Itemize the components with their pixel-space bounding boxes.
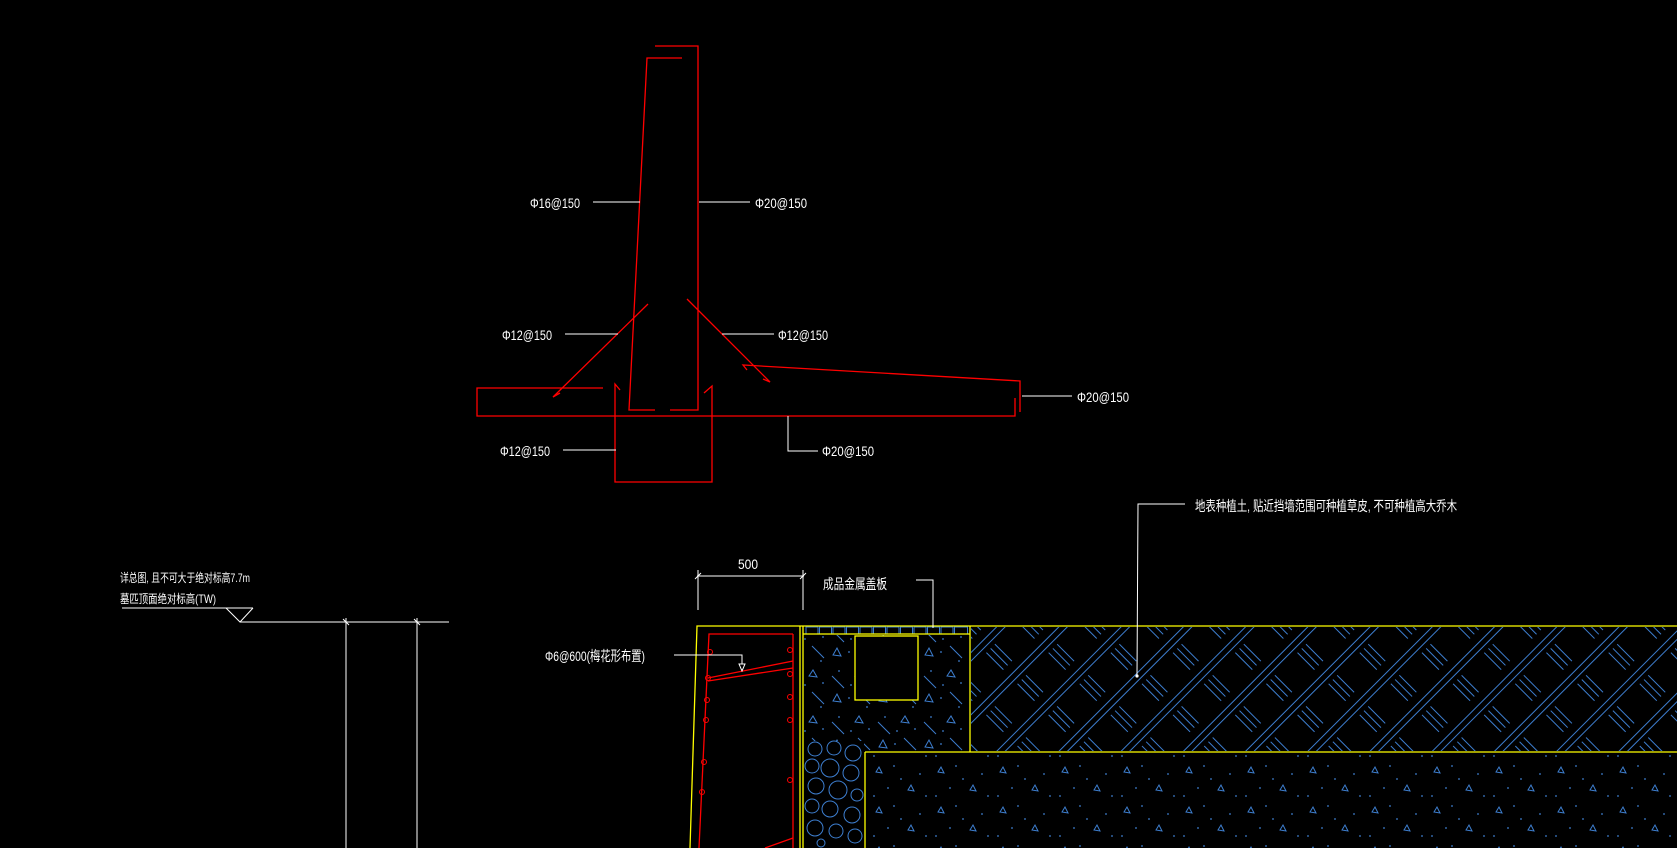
wall-front-bar: [698, 633, 793, 848]
toe-diagonal-bar: [552, 303, 649, 398]
base-bottom-bar: [476, 387, 1016, 417]
rebar-leader-lines: [563, 201, 1072, 452]
dimension-value: 500: [738, 556, 758, 572]
detail-annotations: 500 成品金属盖板 地表种植土, 贴近挡墙范围可种植草皮, 不可种植高大乔木 …: [545, 498, 1457, 678]
concrete-outlines: [689, 625, 1677, 848]
base-bottom-bar-label: Φ20@150: [822, 443, 874, 459]
gravel-stone: [807, 741, 823, 757]
ground-hatch: [866, 753, 1677, 848]
gravel-stone: [842, 764, 860, 782]
planting-soil-hatch: [971, 627, 1677, 751]
elevation-marker: 详总图, 且不可大于绝对标高7.7m 墓匹顶面绝对标高(TW): [120, 570, 449, 848]
heel-top-bar-label: Φ20@150: [1077, 389, 1129, 405]
tie-bar: [707, 660, 794, 679]
concrete-cap-hatch: [804, 635, 969, 751]
gravel-stone: [850, 788, 864, 802]
dimension-tick-right: [799, 572, 807, 580]
gravel-backfill-area: [804, 741, 864, 848]
toe-diagonal-bar-label: Φ12@150: [502, 327, 552, 343]
distribution-bar: [787, 777, 793, 783]
distribution-bar: [699, 789, 705, 795]
planting-soil-leader-dot: [1135, 674, 1139, 678]
gravel-stone: [828, 823, 844, 839]
distribution-bar: [703, 717, 709, 723]
level-tick: [413, 618, 421, 626]
distribution-bar: [787, 717, 793, 723]
distribution-bar: [701, 759, 707, 765]
gravel-stone: [826, 740, 842, 756]
gravel-stone: [820, 758, 840, 778]
shear-key-bar: [614, 382, 713, 483]
heel-diagonal-bar: [686, 298, 771, 383]
wall-and-grade-outline: [689, 625, 1677, 848]
stem-inner-bar: [628, 57, 682, 411]
gravel-stone: [821, 800, 839, 818]
cover-plate-leader: [916, 579, 934, 628]
stem-outer-bar-label: Φ20@150: [755, 195, 807, 211]
gravel-stone: [816, 838, 826, 848]
heel-diagonal-bar-label: Φ12@150: [778, 327, 828, 343]
distribution-bar: [704, 697, 710, 703]
stem-outer-bar: [655, 45, 699, 411]
stem-inner-bar-label: Φ16@150: [530, 195, 580, 211]
gravel-stone: [804, 798, 820, 814]
gravel-stone: [844, 744, 862, 762]
cover-plate-label: 成品金属盖板: [823, 576, 887, 592]
tie-bar: [707, 667, 794, 682]
planting-soil-leader: [1136, 503, 1185, 677]
tie-bar: [764, 837, 794, 848]
gravel-drain: [804, 740, 864, 848]
tie-bar-leader-arrow: [738, 663, 746, 673]
tie-bar-note: Φ6@600(梅花形布置): [545, 648, 645, 664]
dimension-tick-left: [694, 572, 702, 580]
elevation-note-line1: 详总图, 且不可大于绝对标高7.7m: [120, 570, 250, 585]
gravel-stone: [804, 758, 820, 774]
gravel-stone: [843, 806, 861, 824]
distribution-bar: [787, 647, 793, 653]
level-tick: [342, 618, 350, 626]
hatched-regions: [804, 627, 1677, 848]
key-bar-label: Φ12@150: [500, 443, 550, 459]
drain-channel: [854, 635, 919, 701]
distribution-bar: [787, 694, 793, 700]
gravel-stone: [847, 828, 863, 844]
tie-bar-leader: [674, 654, 743, 664]
elevation-note-line2: 墓匹顶面绝对标高(TW): [120, 591, 216, 606]
distribution-bar: [787, 671, 793, 677]
planting-soil-note: 地表种植土, 贴近挡墙范围可种植草皮, 不可种植高大乔木: [1195, 498, 1457, 514]
distribution-bar: [705, 675, 711, 681]
retaining-wall-rebar-section: [476, 45, 1021, 483]
base-bottom-bar-leader: [787, 416, 818, 452]
gravel-stone: [828, 780, 848, 800]
heel-top-bar: [741, 364, 1021, 412]
wall-reinforcement: [698, 633, 794, 848]
rebar-labels: Φ16@150 Φ20@150 Φ12@150 Φ12@150 Φ20@150 …: [500, 195, 1129, 459]
gravel-stone: [806, 819, 824, 837]
gravel-stone: [807, 777, 825, 795]
